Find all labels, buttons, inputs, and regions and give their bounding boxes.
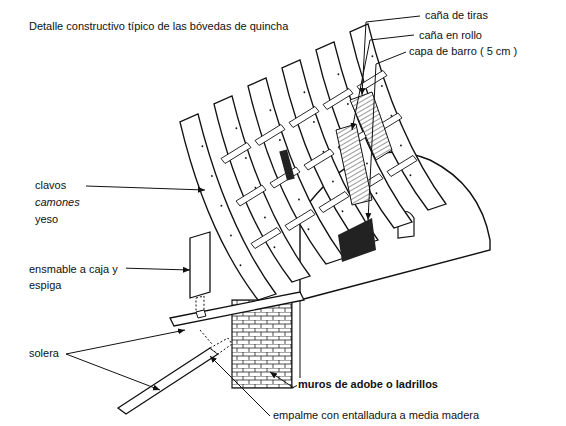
nail: [376, 192, 378, 194]
strut: [236, 185, 266, 206]
sill-beam: [118, 348, 218, 414]
nail: [400, 145, 402, 147]
part-label: empalme con entalladura a media madera: [272, 409, 480, 422]
sill-beam: [170, 292, 304, 326]
part-label: clavos: [34, 179, 67, 192]
cane-roll: [336, 124, 372, 205]
nail-plate: [279, 149, 294, 180]
strut: [255, 125, 285, 146]
vault-ribs: [180, 24, 446, 300]
part-label: camones: [34, 196, 81, 209]
strut: [323, 89, 353, 110]
part-label: muros de adobe o ladrillos: [297, 378, 439, 391]
nail: [366, 163, 368, 165]
nail: [264, 217, 266, 219]
nail: [313, 121, 315, 123]
nail: [245, 157, 247, 159]
part-label: solera: [28, 347, 60, 360]
nail: [381, 85, 383, 87]
nail: [230, 235, 232, 237]
nail: [202, 145, 204, 147]
brick-wall-side: [292, 296, 300, 388]
strut: [221, 143, 251, 164]
nail: [279, 139, 281, 141]
nail: [308, 228, 310, 230]
strut: [289, 107, 319, 128]
nail: [211, 175, 213, 177]
part-label: ensmable a caja y espiga: [28, 261, 126, 293]
strut: [285, 210, 315, 231]
mud-layer: [338, 218, 376, 262]
nail: [270, 109, 272, 111]
nail: [221, 205, 223, 207]
mortise: [196, 310, 206, 318]
strut: [387, 156, 417, 177]
post: [190, 232, 210, 298]
nail: [372, 55, 374, 57]
camon-rib: [248, 78, 344, 264]
part-label: capa de barro ( 5 cm ): [408, 45, 518, 58]
diagram-title: Detalle constructivo típico de las bóved…: [28, 20, 289, 33]
strut: [251, 228, 281, 249]
nail: [391, 115, 393, 117]
nail: [274, 246, 276, 248]
part-label: caña de tiras: [424, 9, 489, 22]
nail: [338, 73, 340, 75]
nail: [298, 199, 300, 201]
nail: [323, 151, 325, 153]
tenon: [196, 296, 204, 312]
nail: [347, 103, 349, 105]
nail: [240, 264, 242, 266]
camon-rib: [282, 60, 378, 246]
strut: [319, 192, 349, 213]
nail: [342, 210, 344, 212]
nail: [332, 181, 334, 183]
nail: [255, 187, 257, 189]
strut: [304, 149, 334, 170]
leader-lines: [66, 16, 420, 416]
nail: [304, 91, 306, 93]
nail: [236, 127, 238, 129]
joint-guide: [200, 330, 212, 344]
nail: [410, 174, 412, 176]
part-label: caña en rollo: [418, 29, 483, 42]
part-label: yeso: [34, 213, 59, 226]
camon-rib: [180, 114, 276, 300]
half-lap-joint: [210, 338, 232, 354]
